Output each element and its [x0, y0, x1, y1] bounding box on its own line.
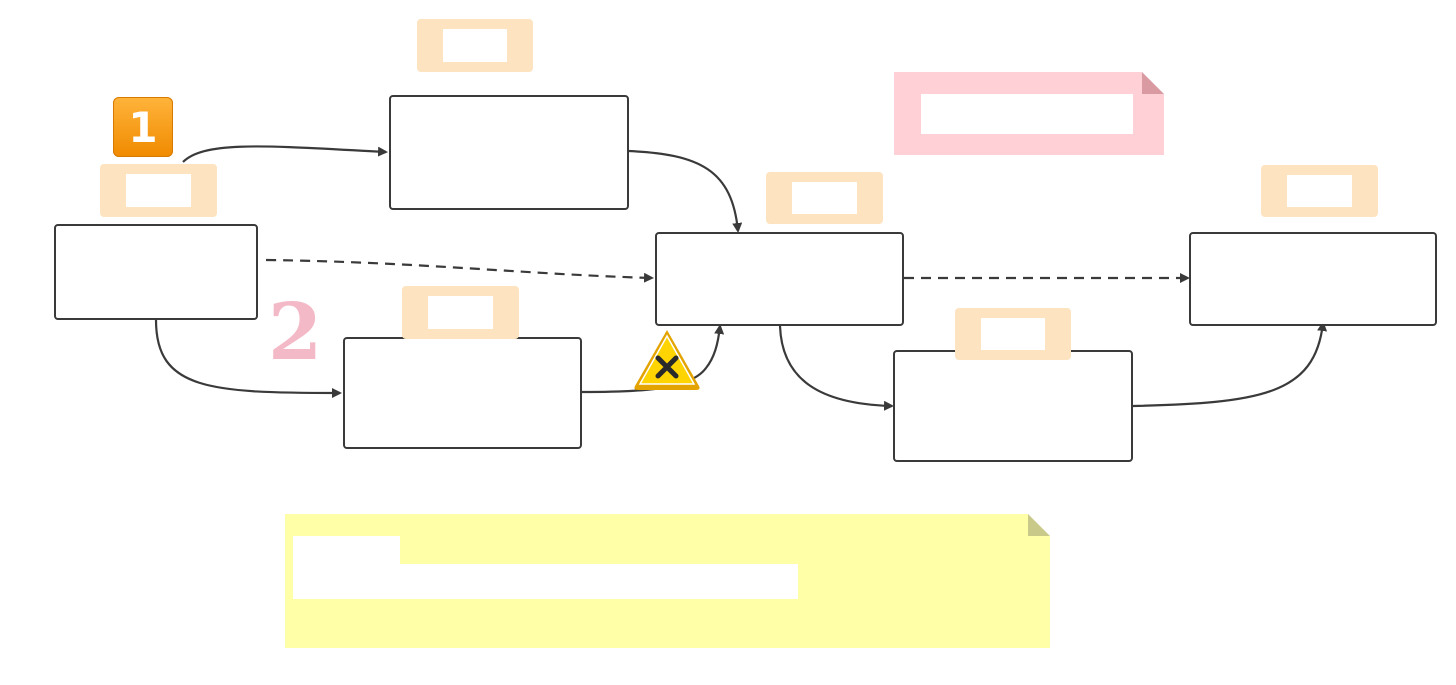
tag-middle-label — [792, 182, 857, 214]
step-one-badge-icon: 1 — [113, 97, 173, 157]
node-start[interactable] — [54, 224, 258, 320]
pink-sticky-note[interactable] — [894, 72, 1164, 155]
yellow-sticky-note[interactable] — [285, 514, 1050, 648]
node-middle[interactable] — [655, 232, 904, 326]
yellow-note-body — [293, 564, 798, 599]
connector-upper-to-middle — [627, 149, 743, 233]
tag-end[interactable] — [1261, 165, 1378, 217]
tag-start[interactable] — [100, 164, 217, 217]
tag-right-lower[interactable] — [955, 308, 1071, 360]
connector-right-lower-to-end — [1132, 321, 1328, 408]
node-right-lower[interactable] — [893, 350, 1133, 462]
yellow-note-heading — [293, 536, 400, 566]
tag-end-label — [1287, 175, 1352, 207]
connector-start-to-lower — [154, 319, 342, 398]
tag-start-label — [126, 174, 191, 207]
connector-middle-to-right-lower — [778, 325, 894, 411]
tag-middle[interactable] — [766, 172, 883, 224]
node-end[interactable] — [1189, 232, 1437, 326]
warning-x-icon — [634, 330, 700, 390]
tag-lower-label — [428, 296, 493, 329]
node-lower[interactable] — [343, 337, 582, 449]
tag-lower[interactable] — [402, 286, 519, 339]
connector-start-to-middle-dashed — [265, 258, 654, 283]
tag-upper[interactable] — [417, 19, 533, 72]
step-two-badge-icon: 2 — [268, 294, 322, 372]
pink-note-fold — [1142, 72, 1164, 94]
pink-note-text — [921, 94, 1133, 134]
tag-upper-label — [443, 29, 507, 62]
connector-lower-to-middle — [581, 324, 725, 394]
connector-start-to-upper — [182, 145, 388, 163]
step-two-badge-text: 2 — [268, 287, 323, 378]
yellow-note-fold — [1028, 514, 1050, 536]
tag-right-lower-label — [981, 318, 1045, 350]
node-upper[interactable] — [389, 95, 629, 210]
step-one-badge-text: 1 — [128, 102, 158, 152]
